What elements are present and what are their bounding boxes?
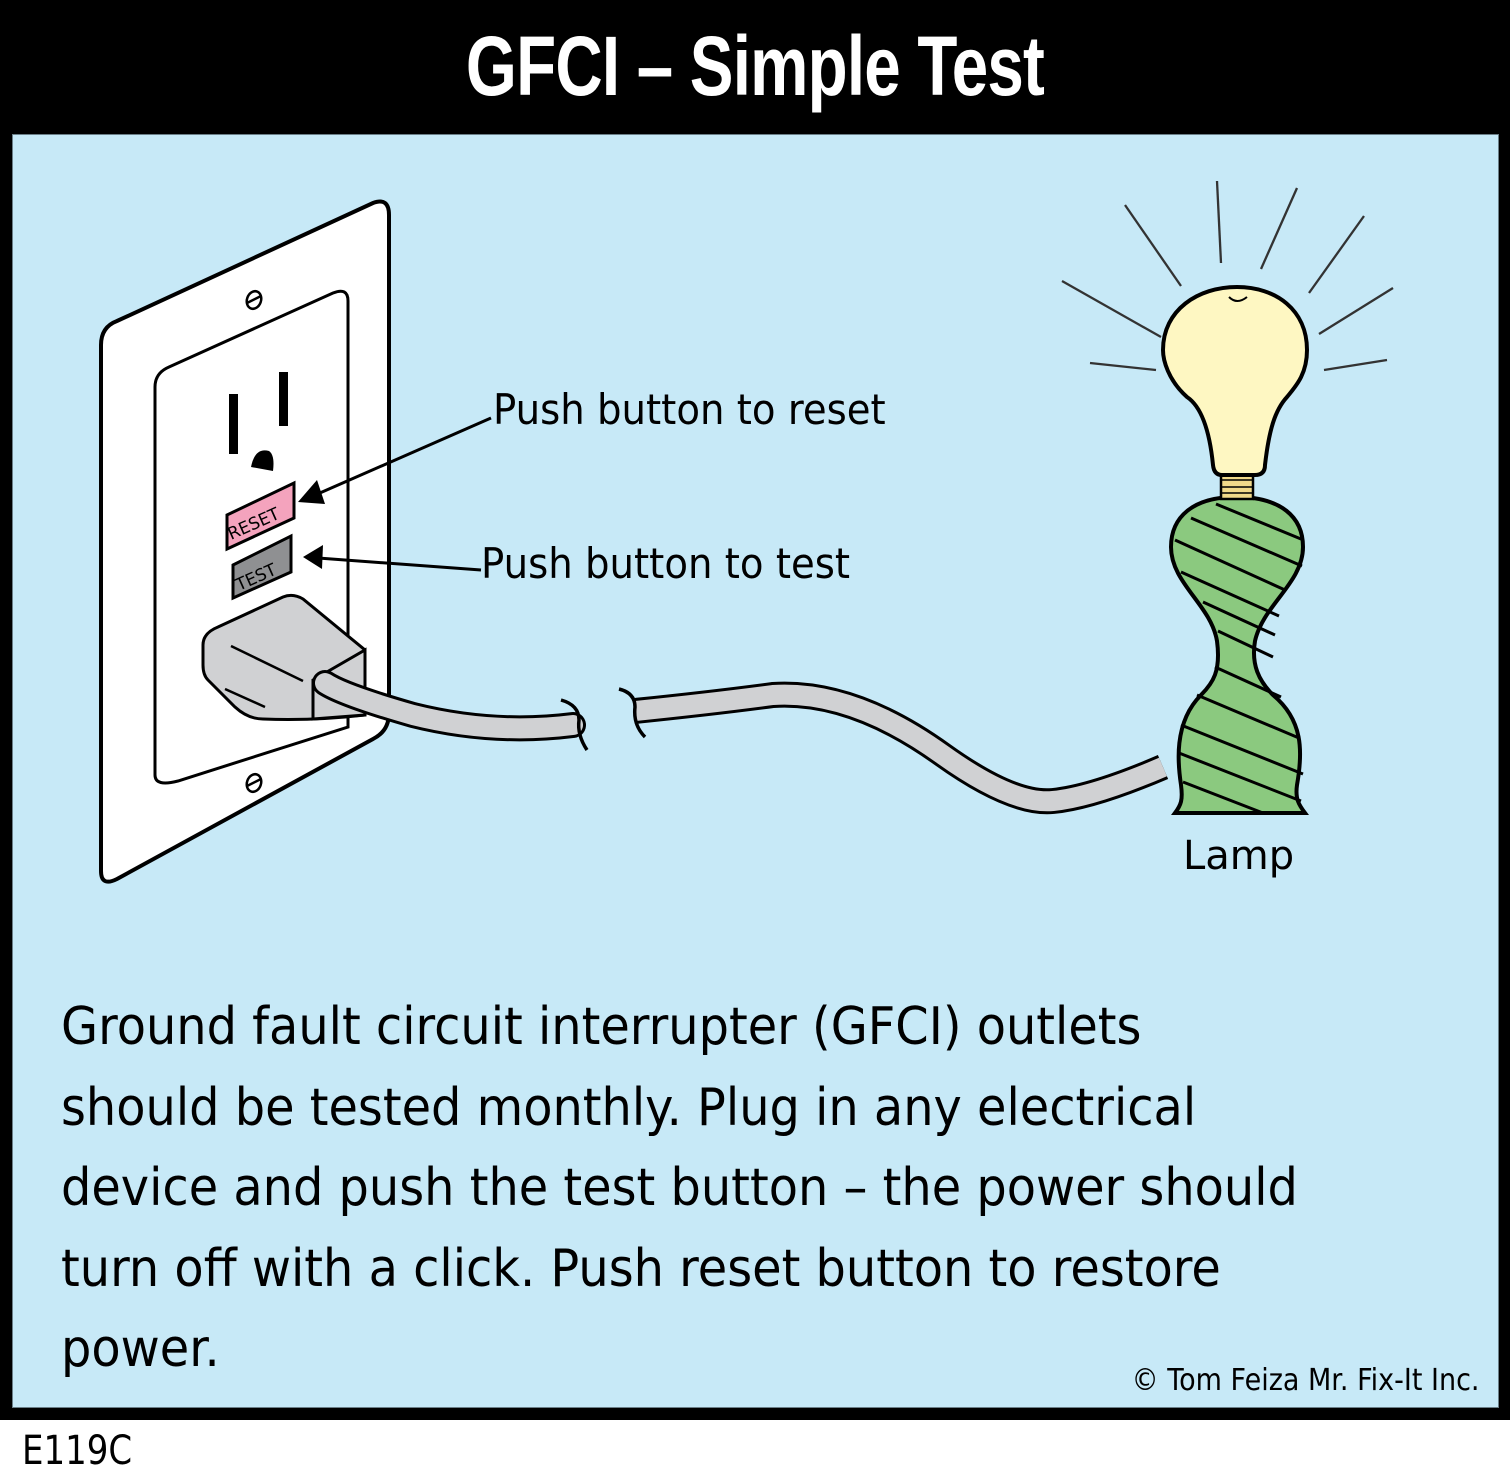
instructions-line: power. <box>61 1319 220 1379</box>
screw-icon <box>245 289 263 311</box>
instructions-line: should be tested monthly. Plug in any el… <box>61 1077 1197 1138</box>
ground-hole-icon <box>251 450 274 471</box>
lamp[interactable] <box>1168 494 1309 815</box>
outlet-slot-icon <box>279 372 288 426</box>
cord-break-icon <box>618 687 647 739</box>
reset-arrow-icon <box>298 416 492 504</box>
copyright-notice: © Tom Feiza Mr. Fix-It Inc. <box>1132 1363 1480 1398</box>
figure-code: E119C <box>22 1428 133 1474</box>
reset-callout-text: Push button to reset <box>493 385 886 434</box>
cord-break-icon <box>560 698 589 751</box>
test-callout-text: Push button to test <box>481 539 851 588</box>
outlet-slot-icon <box>229 394 238 454</box>
bulb-base <box>1219 471 1255 501</box>
gfci-illustration: RESET TEST <box>99 180 1394 884</box>
instructions-line: Ground fault circuit interrupter (GFCI) … <box>61 997 1142 1057</box>
test-arrow-icon <box>303 545 482 572</box>
power-cord <box>633 684 1167 812</box>
instructions-line: turn off with a click. Push reset button… <box>61 1238 1221 1299</box>
lamp-label: Lamp <box>1183 833 1295 879</box>
illustration-panel: RESET TEST <box>12 134 1499 1408</box>
light-bulb-icon <box>1160 284 1310 477</box>
screw-icon <box>245 772 263 794</box>
power-cord <box>315 673 583 739</box>
light-rays-icon <box>1061 180 1394 372</box>
page-title: GFCI – Simple Test <box>465 19 1045 113</box>
instructions-line: device and push the test button – the po… <box>61 1158 1298 1218</box>
instructions-paragraph: Ground fault circuit interrupter (GFCI) … <box>61 987 1496 1390</box>
